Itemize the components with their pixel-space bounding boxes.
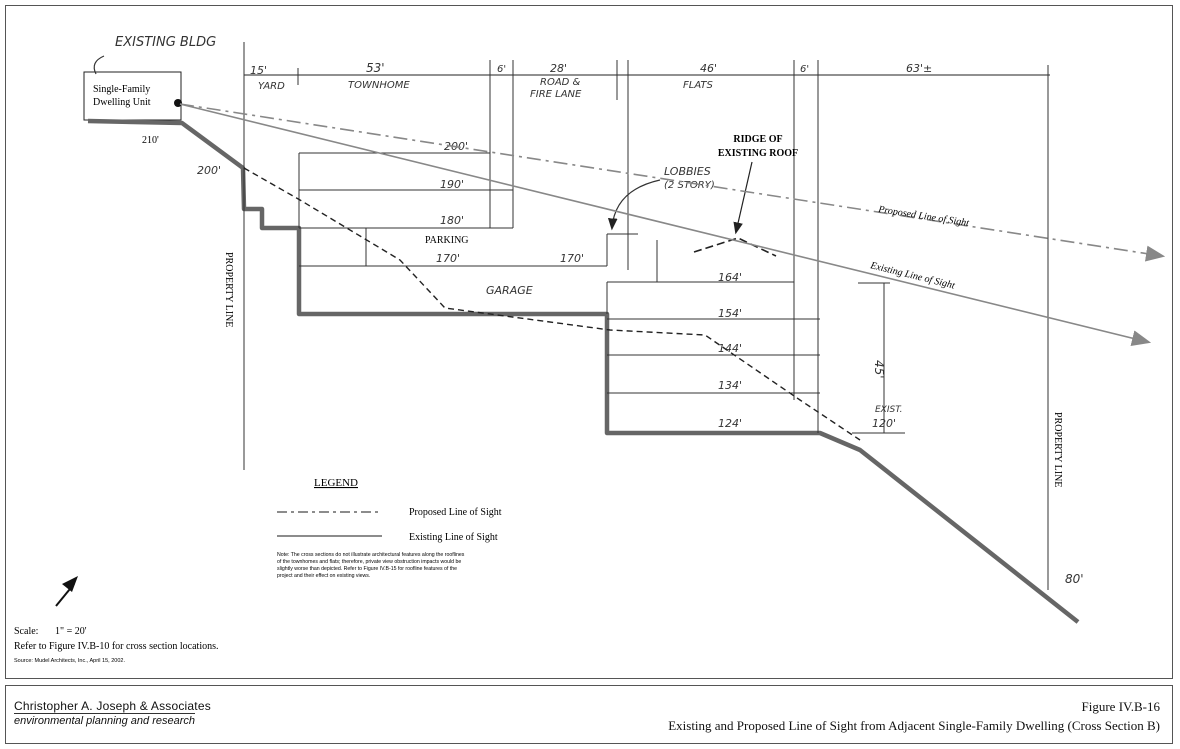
proposed-line-of-sight: [179, 103, 1166, 262]
townhome-level-180: 180': [440, 214, 464, 227]
existing-bldg-handwritten-label: EXISTING BLDG: [115, 35, 216, 50]
flats-dim: 46': [700, 62, 717, 75]
elevation-210: 210': [142, 135, 159, 146]
refer-text: Refer to Figure IV.B-10 for cross sectio…: [14, 641, 219, 652]
road-label-2: FIRE LANE: [530, 89, 582, 100]
gap1-dim: 6': [497, 64, 506, 75]
road-dim: 28': [550, 62, 567, 75]
flats-level-124: 124': [718, 417, 742, 430]
grade-profile: [87, 118, 1080, 624]
legend-existing-label: Existing Line of Sight: [409, 532, 498, 543]
existing-roof-ridge: [693, 237, 777, 257]
legend-note-3: slightly worse than depicted. Refer to F…: [277, 566, 457, 572]
flats-level-154: 154': [718, 307, 742, 320]
townhome-dim: 53': [366, 61, 385, 75]
lobbies-label-1: LOBBIES: [664, 165, 711, 178]
flats-label: FLATS: [683, 80, 714, 91]
drawing-frame: [5, 5, 1173, 679]
height-dim: 45': [872, 360, 886, 379]
elevation-200: 200': [197, 164, 221, 177]
yard-dim: 15': [250, 64, 267, 77]
lobbies-label-2: (2 STORY): [664, 180, 715, 191]
proposed-line-label: Proposed Line of Sight: [877, 204, 970, 229]
legend-note-2: of the townhomes and flats; therefore, p…: [277, 559, 461, 565]
building-label-1: Single-Family: [93, 84, 150, 95]
scale-value: 1" = 20': [55, 626, 87, 637]
property-line-label-left: PROPERTY LINE: [223, 252, 234, 327]
existing-line-of-sight: [179, 103, 1152, 346]
downslope-elevation: 80': [1065, 572, 1084, 586]
viewpoint-dot: [174, 99, 182, 107]
company-name: Christopher A. Joseph & Associates: [14, 699, 211, 713]
flats-level-144: 144': [718, 342, 742, 355]
gap2-dim: 6': [800, 64, 809, 75]
legend-note-1: Note: The cross sections do not illustra…: [277, 552, 465, 558]
north-arrow-icon: [62, 576, 78, 592]
ridge-label-1: RIDGE OF: [733, 134, 782, 145]
building-label-2: Dwelling Unit: [93, 97, 151, 108]
parking-label: PARKING: [425, 235, 469, 246]
road-label-1: ROAD &: [540, 77, 581, 88]
dashed-envelope-line: [243, 167, 861, 441]
townhome-level-170: 170': [436, 252, 460, 265]
legend-note-4: project and their effect on existing vie…: [277, 573, 370, 579]
lobbies-arrow: [607, 179, 661, 231]
road-level-170: 170': [560, 252, 584, 265]
yard-label: YARD: [258, 81, 285, 92]
rear-dim: 63'±: [906, 62, 932, 75]
flats-level-164: 164': [718, 271, 742, 284]
townhome-level-190: 190': [440, 178, 464, 191]
scale-label: Scale:: [14, 626, 38, 637]
existing-building: [83, 71, 182, 121]
company-tagline: environmental planning and research: [14, 713, 196, 727]
figure-title: Existing and Proposed Line of Sight from…: [668, 718, 1160, 733]
ridge-label-2: EXISTING ROOF: [718, 148, 798, 159]
flats-level-134: 134': [718, 379, 742, 392]
existing-grade-label-2: 120': [872, 417, 896, 430]
legend-proposed-label: Proposed Line of Sight: [409, 507, 502, 518]
townhome-label: TOWNHOME: [348, 80, 410, 91]
legend-title: LEGEND: [314, 477, 358, 489]
property-line-label-right: PROPERTY LINE: [1052, 412, 1063, 487]
source-text: Source: Mudel Architects, Inc., April 15…: [14, 658, 125, 664]
figure-number: Figure IV.B-16: [1081, 699, 1160, 714]
title-block: Christopher A. Joseph & Associates envir…: [5, 685, 1173, 744]
leader-line: [93, 55, 105, 75]
existing-grade-label-1: EXIST.: [875, 405, 903, 415]
ridge-arrow: [733, 161, 753, 235]
garage-label: GARAGE: [486, 284, 533, 297]
